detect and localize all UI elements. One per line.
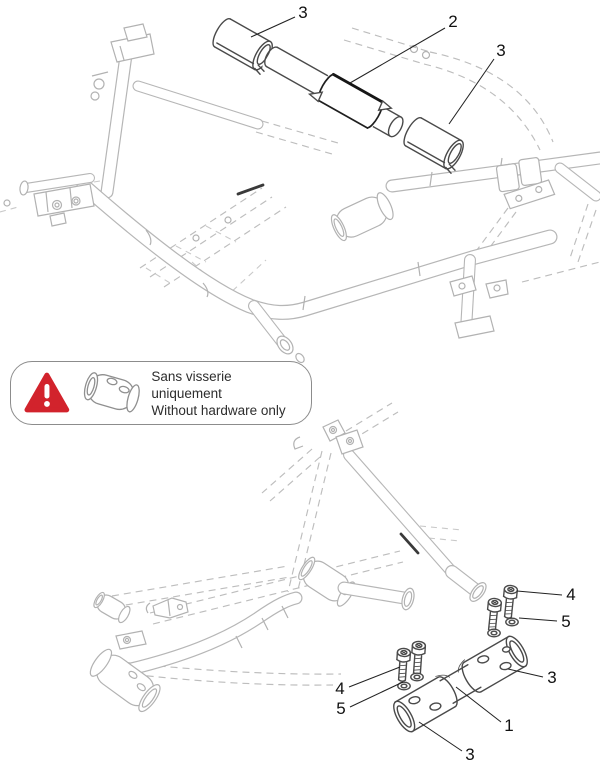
clamp-part-3-bottom-left <box>393 674 458 733</box>
frame-sleeve-bottom <box>89 648 161 713</box>
washer-part-5-right-a <box>505 617 519 627</box>
washer-part-5-left-a <box>410 672 424 682</box>
callout-label-3-right: 3 <box>547 668 557 687</box>
crossbar-mount-sleeve <box>307 70 393 132</box>
warning-text-english: Without hardware only <box>151 402 286 418</box>
bolt-part-4-left-b <box>409 640 427 676</box>
end-cap-part-3-top-right <box>397 112 471 176</box>
callout-label-3-bottom: 3 <box>465 745 475 764</box>
callout-label-4-right: 4 <box>566 585 576 604</box>
washer-part-5-right-b <box>487 628 501 638</box>
callout-label-1: 1 <box>504 716 514 735</box>
warning-text-french: Sans visserie uniquement <box>151 368 232 401</box>
callout-label-4-left: 4 <box>335 679 345 698</box>
bolt-part-4-right-a <box>500 584 519 620</box>
crossbar-part-2 <box>262 43 406 140</box>
callout-label-5-left: 5 <box>336 699 346 718</box>
callout-label-2: 2 <box>448 12 458 31</box>
callout-leader-lines <box>250 16 563 752</box>
clamp-part-icon <box>83 372 140 413</box>
bolt-part-4-left-a <box>394 647 412 683</box>
callout-label-3-top-right: 3 <box>496 41 506 60</box>
frame-top-drawing <box>0 23 600 364</box>
frame-bottom-drawing <box>89 402 487 713</box>
bolt-part-4-right-b <box>484 597 503 633</box>
callout-label-5-right: 5 <box>561 612 571 631</box>
frame-sleeve-top <box>330 192 394 242</box>
clamp-part-3-bottom-right <box>457 635 528 693</box>
crossbar-part-1-assembly <box>393 635 530 733</box>
warning-note-box: Sans visserie uniquement Without hardwar… <box>10 361 312 425</box>
callout-label-3-top-left: 3 <box>298 3 308 22</box>
warning-triangle-icon <box>24 372 70 413</box>
